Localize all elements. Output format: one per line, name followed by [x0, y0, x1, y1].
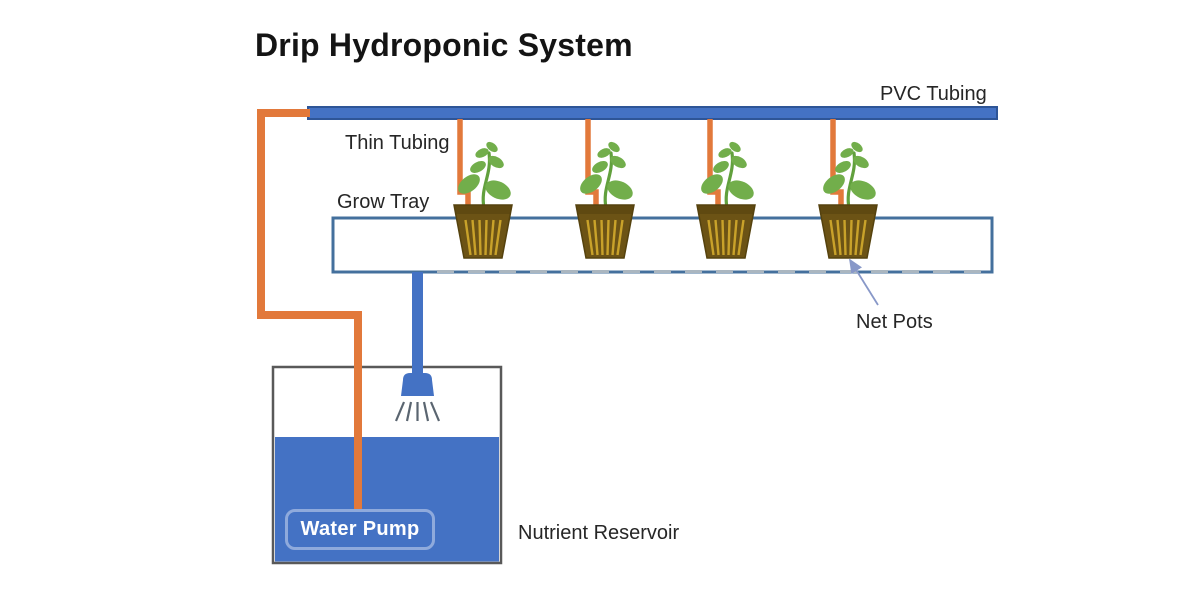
plant-stem: [724, 151, 735, 210]
leaf-icon: [731, 155, 747, 169]
net-pot-slat: [859, 219, 867, 256]
leaf-icon: [729, 141, 741, 153]
net-pot-slat: [611, 219, 617, 256]
label-pvc-tubing: PVC Tubing: [880, 83, 987, 105]
net-pots-arrow: [849, 258, 879, 306]
thin-drip-tube: [830, 119, 844, 206]
spray-line: [405, 401, 413, 422]
net-pot-slat: [737, 219, 745, 256]
net-pot-slat: [849, 219, 853, 256]
net-pot-slat: [836, 219, 842, 256]
net-pot-slat: [464, 219, 472, 256]
net-pot-slat: [732, 219, 738, 256]
page-title: Drip Hydroponic System: [255, 27, 633, 63]
net-pot-slat: [707, 219, 715, 256]
spray-line: [429, 401, 441, 422]
net-pot-slat: [721, 219, 725, 256]
leaf-icon: [475, 148, 489, 158]
net-pot-slat: [843, 219, 847, 256]
leaf-icon: [713, 161, 729, 173]
leaf-icon: [580, 174, 602, 194]
net-pot-slat: [854, 219, 860, 256]
spray-line: [422, 401, 430, 422]
net-pot-rim: [819, 205, 877, 214]
net-pot-slat: [616, 219, 624, 256]
leaf-icon: [851, 141, 863, 153]
leaf-icon: [835, 161, 851, 173]
plant-stem: [603, 151, 614, 210]
net-pot-rim: [576, 205, 634, 214]
net-pot-slat: [714, 219, 720, 256]
water-pump-label: Water Pump: [300, 518, 420, 540]
pvc-pipe: [307, 106, 998, 120]
plant-stem: [481, 151, 492, 210]
leaf-icon: [853, 155, 869, 169]
plant-in-net-pot: [453, 141, 513, 259]
leaf-icon: [701, 174, 723, 194]
leaf-icon: [458, 174, 480, 194]
leaf-icon: [486, 141, 498, 153]
label-net-pots: Net Pots: [856, 311, 933, 333]
net-pot-slat: [727, 219, 731, 256]
leaf-icon: [488, 155, 504, 169]
label-grow-tray: Grow Tray: [337, 191, 430, 213]
net-pot-rim: [454, 205, 512, 214]
label-thin-tubing: Thin Tubing: [345, 132, 450, 154]
plant-stem: [846, 151, 857, 210]
leaf-icon: [608, 141, 620, 153]
net-pot-slat: [600, 219, 604, 256]
leaf-icon: [485, 180, 511, 200]
grow-tray: [331, 216, 994, 274]
net-pot-slat: [606, 219, 610, 256]
leaf-icon: [597, 148, 611, 158]
leaf-icon: [850, 180, 876, 200]
label-nutrient-reservoir: Nutrient Reservoir: [518, 522, 680, 544]
net-pot-slat: [593, 219, 599, 256]
leaf-icon: [718, 148, 732, 158]
net-pot-slat: [829, 219, 837, 256]
net-pot-slat: [471, 219, 477, 256]
plant-in-net-pot: [575, 141, 635, 259]
net-pot-slat: [478, 219, 482, 256]
leaf-icon: [470, 161, 486, 173]
leaf-icon: [728, 180, 754, 200]
plant-in-net-pot: [696, 141, 756, 259]
thin-drip-tube: [707, 119, 721, 206]
water-pump-box: Water Pump: [285, 509, 435, 550]
net-pot-slat: [489, 219, 495, 256]
net-pot-slat: [494, 219, 502, 256]
sprayer-head-icon: [401, 373, 434, 396]
leaf-icon: [592, 161, 608, 173]
leaf-icon: [840, 148, 854, 158]
leaf-icon: [607, 180, 633, 200]
main-feed-tube: [257, 109, 362, 512]
plant-in-net-pot: [818, 141, 878, 259]
net-pot-slat: [484, 219, 488, 256]
leaf-icon: [610, 155, 626, 169]
net-pot-rim: [697, 205, 755, 214]
spray-line: [394, 401, 406, 422]
leaf-icon: [823, 174, 845, 194]
net-pot-slat: [586, 219, 594, 256]
